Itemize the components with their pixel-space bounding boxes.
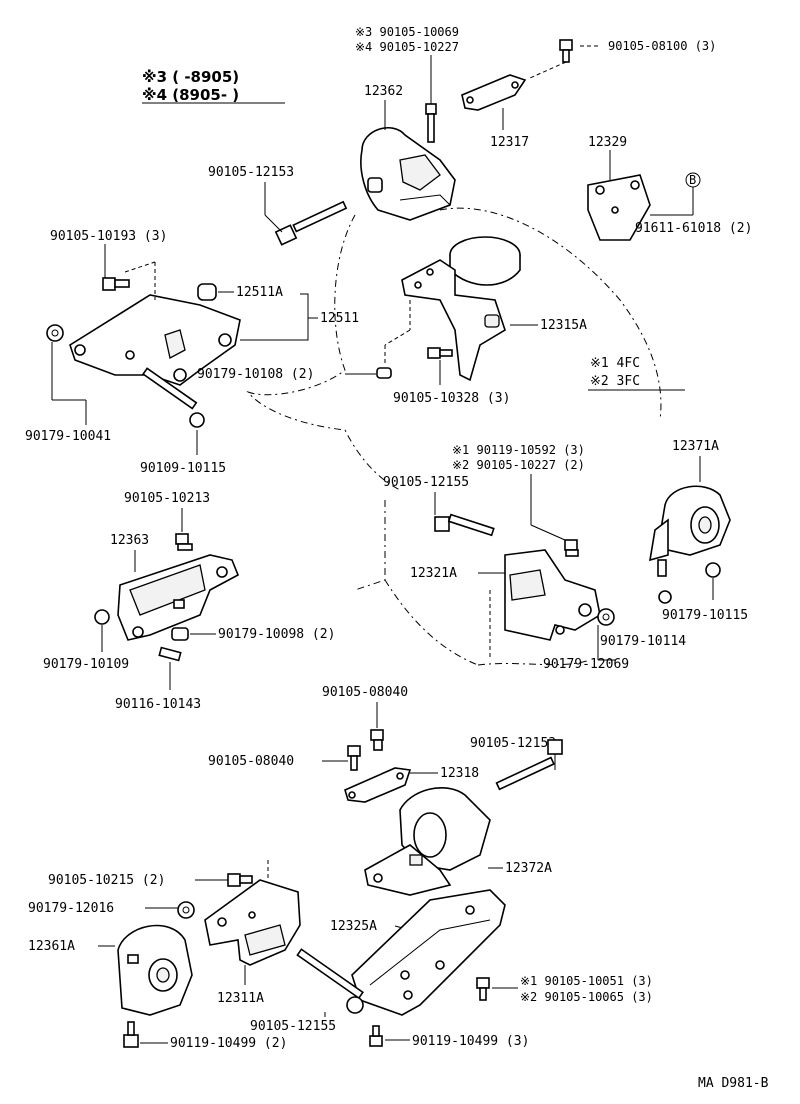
label-12511a: 12511A — [236, 285, 283, 300]
label-12315a: 12315A — [540, 318, 587, 333]
note-4: ※4 (8905- ) — [142, 86, 239, 104]
label-12311a: 12311A — [217, 991, 264, 1006]
figure-code: MA D981-B — [698, 1076, 769, 1091]
stud-10143 — [158, 646, 182, 662]
bolt-12155-mid — [434, 513, 495, 537]
part-12315a-bracket — [401, 259, 506, 382]
nut-10115 — [705, 562, 721, 578]
part-12362-mount — [360, 126, 456, 221]
callout-b: B — [689, 173, 696, 187]
label-90179-10114: 90179-10114 — [600, 634, 686, 649]
bolt-10499-bottom — [369, 1025, 383, 1047]
bolt-08100 — [559, 39, 573, 63]
label-90105-08040-top: 90105-08040 — [322, 685, 408, 700]
bolt-10193 — [102, 277, 130, 291]
part-12511a-bushing — [197, 283, 217, 301]
bolt-08040-b — [347, 745, 361, 771]
label-90105-12153-bottom: 90105-12153 — [470, 736, 556, 751]
label-12372a: 12372A — [505, 861, 552, 876]
part-12363-bracket — [117, 554, 240, 641]
part-12511-bracket — [69, 294, 241, 386]
label-90109-10115: 90109-10115 — [140, 461, 226, 476]
label-90119-10499-2: 90119-10499 (2) — [170, 1036, 287, 1051]
label-1-90105-10051: ※1 90105-10051 (3) — [520, 974, 653, 988]
bolt-12153-top — [274, 200, 348, 246]
bolt-08040-a — [370, 729, 384, 751]
label-90116-10143: 90116-10143 — [115, 697, 201, 712]
label-90105-10193: 90105-10193 (3) — [50, 229, 167, 244]
nut-10041 — [46, 324, 64, 342]
part-12361a-mount — [117, 924, 193, 1016]
label-90105-08100: 90105-08100 (3) — [608, 39, 716, 53]
label-90105-08040-left: 90105-08040 — [208, 754, 294, 769]
label-90179-10109: 90179-10109 — [43, 657, 129, 672]
note-1: ※1 4FC — [590, 356, 640, 371]
bolt-10592 — [564, 539, 579, 557]
label-90105-10215: 90105-10215 (2) — [48, 873, 165, 888]
nut-10109 — [94, 609, 110, 625]
label-2-90105-10065: ※2 90105-10065 (3) — [520, 990, 653, 1004]
part-12321a-bracket — [504, 549, 601, 641]
nut-10098 — [171, 627, 189, 641]
label-90179-10115: 90179-10115 — [662, 608, 748, 623]
engine-outline — [246, 207, 662, 666]
bolt-10213 — [175, 533, 193, 551]
label-4-90105-10227: ※4 90105-10227 — [355, 40, 459, 54]
bolt-12153-bottom — [495, 739, 563, 791]
label-90105-12155-mid: 90105-12155 — [383, 475, 469, 490]
bolt-10115 — [142, 367, 205, 428]
label-12325a: 12325A — [330, 919, 377, 934]
part-12317-bracket — [461, 74, 527, 111]
label-90119-10499-3: 90119-10499 (3) — [412, 1034, 529, 1049]
washer-10114-right — [658, 590, 672, 604]
note-3: ※3 ( -8905) — [142, 68, 239, 86]
part-12311a-bracket — [204, 879, 301, 966]
label-90179-10108: 90179-10108 (2) — [197, 367, 314, 382]
bolt-12155-bottom — [296, 948, 364, 1014]
nut-12016 — [177, 901, 195, 919]
nut-10114 — [597, 608, 615, 626]
part-12371a-mount — [649, 485, 731, 562]
label-12329: 12329 — [588, 135, 627, 150]
label-1-90119-10592: ※1 90119-10592 (3) — [452, 443, 585, 457]
label-12318: 12318 — [440, 766, 479, 781]
bolt-10215 — [227, 873, 253, 887]
bolt-top-10069 — [425, 103, 437, 143]
label-90105-12153-top: 90105-12153 — [208, 165, 294, 180]
part-12329-bracket — [587, 174, 651, 241]
label-90105-10213: 90105-10213 — [124, 491, 210, 506]
bolt-10051 — [476, 977, 490, 1001]
label-12317: 12317 — [490, 135, 529, 150]
label-12362: 12362 — [364, 84, 403, 99]
bolt-10328 — [427, 347, 453, 359]
bolt-10499-left — [123, 1021, 139, 1048]
nut-10108 — [376, 367, 392, 379]
label-90105-12155-bottom: 90105-12155 — [250, 1019, 336, 1034]
label-90179-10041: 90179-10041 — [25, 429, 111, 444]
label-2-90105-10227: ※2 90105-10227 (2) — [452, 458, 585, 472]
label-90105-10328: 90105-10328 (3) — [393, 391, 510, 406]
label-91611-61018: 91611-61018 (2) — [635, 221, 752, 236]
label-90179-12016: 90179-12016 — [28, 901, 114, 916]
bolt-under-12371a — [657, 559, 667, 577]
label-12363: 12363 — [110, 533, 149, 548]
label-3-90105-10069: ※3 90105-10069 — [355, 25, 459, 39]
label-90179-12069: 90179-12069 — [543, 657, 629, 672]
part-12372a-mount — [364, 787, 491, 896]
part-12318-bracket — [344, 767, 412, 803]
label-90179-10098: 90179-10098 (2) — [218, 627, 335, 642]
label-12321a: 12321A — [410, 566, 457, 581]
label-12361a: 12361A — [28, 939, 75, 954]
label-12371a: 12371A — [672, 439, 719, 454]
label-12511: 12511 — [320, 311, 359, 326]
part-12325a-bracket — [351, 889, 506, 1016]
note-2: ※2 3FC — [590, 374, 640, 389]
